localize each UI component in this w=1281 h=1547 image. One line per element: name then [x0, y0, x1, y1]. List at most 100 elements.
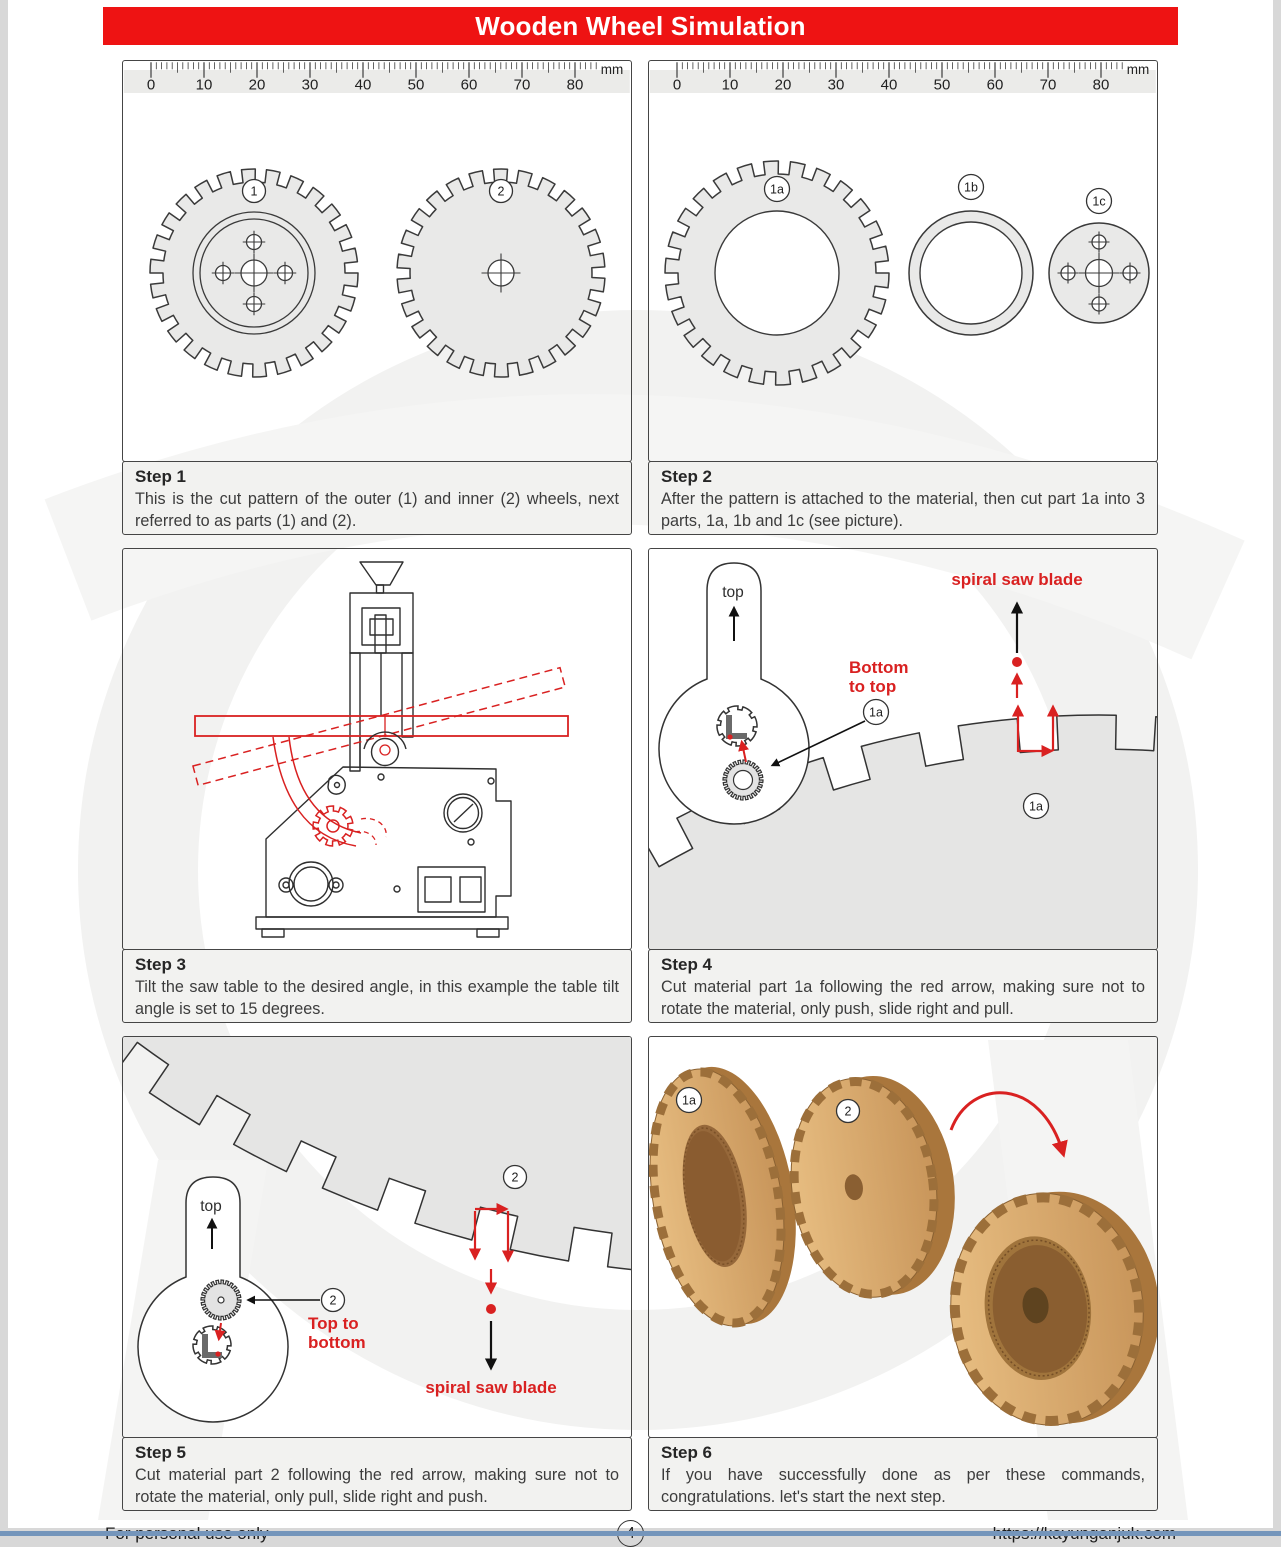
- step3-text: Step 3 Tilt the saw table to the desired…: [122, 949, 632, 1023]
- svg-text:to top: to top: [849, 677, 896, 696]
- svg-text:20: 20: [775, 77, 792, 94]
- svg-text:20: 20: [249, 77, 266, 94]
- callout-arrow: [770, 720, 866, 767]
- svg-text:30: 30: [828, 77, 845, 94]
- step5-diagram: 2 top 2 Top to: [122, 1036, 632, 1438]
- step-heading: Step 1: [135, 467, 187, 486]
- label-part-1a: 1a: [763, 175, 791, 203]
- tilt-mechanism: [272, 736, 387, 847]
- blade-holder: [363, 716, 407, 767]
- step-heading: Step 3: [135, 955, 187, 974]
- label-2-on-material: 2: [502, 1164, 528, 1190]
- label-1a-wheel: 1a: [675, 1086, 703, 1114]
- svg-text:0: 0: [673, 77, 681, 94]
- svg-text:1b: 1b: [964, 181, 978, 195]
- svg-text:80: 80: [567, 77, 584, 94]
- tilt-knob-gear: [312, 805, 354, 847]
- step-body: After the pattern is attached to the mat…: [661, 490, 1145, 531]
- svg-text:70: 70: [514, 77, 531, 94]
- label-part-1c: 1c: [1085, 187, 1113, 215]
- step-heading: Step 5: [135, 1443, 187, 1462]
- label-1a-on-material: 1a: [1022, 792, 1050, 820]
- svg-text:2: 2: [512, 1171, 519, 1185]
- tilted-table-outline: [192, 666, 567, 787]
- saw-table: [192, 666, 569, 787]
- step-body: If you have successfully done as per the…: [661, 1466, 1145, 1507]
- page-title-bar: Wooden Wheel Simulation: [103, 7, 1178, 45]
- cut-direction-arrows: [468, 1202, 515, 1371]
- feed-arrow: [214, 1322, 226, 1342]
- label-2-wheel: 2: [835, 1098, 861, 1124]
- wheel-1-pattern: 1: [149, 168, 359, 378]
- top-label: top: [200, 1198, 222, 1215]
- wooden-ring-1a: [649, 1066, 796, 1328]
- label-part-2: 2: [488, 178, 514, 204]
- cut-direction-arrows: [1010, 601, 1060, 758]
- step4-text: Step 4 Cut material part 1a following th…: [648, 949, 1158, 1023]
- cut-profile: [192, 1325, 232, 1365]
- direction-label: Bottom: [849, 658, 908, 677]
- label-1a-callout: 1a: [862, 698, 890, 726]
- svg-text:40: 40: [881, 77, 898, 94]
- direction-label: Top to: [308, 1314, 359, 1333]
- assembled-wheel: [949, 1191, 1157, 1427]
- part-1a-ring-gear: 1a: [664, 160, 890, 386]
- panel-step1: 0 10 20 30 40 50 60 70 80 mm 1: [122, 60, 632, 535]
- step2-text: Step 2 After the pattern is attached to …: [648, 461, 1158, 535]
- ruler: 0 10 20 30 40 50 60 70 80 mm: [123, 62, 630, 94]
- svg-text:1a: 1a: [869, 706, 883, 720]
- axle-hole: [234, 253, 274, 293]
- saw-blade-section: [200, 1279, 242, 1321]
- part-1c-disc: 1c: [1048, 187, 1150, 324]
- svg-text:1: 1: [251, 185, 258, 199]
- svg-text:1c: 1c: [1092, 195, 1105, 209]
- panel-step5: 2 top 2 Top to: [122, 1036, 632, 1511]
- step-heading: Step 6: [661, 1443, 713, 1462]
- svg-text:60: 60: [461, 77, 478, 94]
- step1-diagram: 0 10 20 30 40 50 60 70 80 mm 1: [122, 60, 632, 462]
- svg-text:70: 70: [1040, 77, 1057, 94]
- panel-step6: 1a 2 Step 6 If you have successfully don…: [648, 1036, 1158, 1511]
- svg-text:30: 30: [302, 77, 319, 94]
- svg-text:bottom: bottom: [308, 1333, 366, 1352]
- top-label: top: [722, 584, 744, 601]
- svg-text:50: 50: [408, 77, 425, 94]
- panel-step4: 1a top 1a Bottom: [648, 548, 1158, 1023]
- svg-text:1a: 1a: [682, 1094, 696, 1108]
- wooden-disc-2: [789, 1075, 955, 1299]
- svg-text:80: 80: [1093, 77, 1110, 94]
- svg-text:60: 60: [987, 77, 1004, 94]
- step-body: Tilt the saw table to the desired angle,…: [135, 978, 619, 1019]
- svg-text:mm: mm: [1127, 62, 1150, 77]
- step1-text: Step 1 This is the cut pattern of the ou…: [122, 461, 632, 535]
- blade-label: spiral saw blade: [951, 570, 1082, 589]
- saw-blade-section: [722, 759, 764, 801]
- step5-text: Step 5 Cut material part 2 following the…: [122, 1437, 632, 1511]
- label-part-1: 1: [241, 178, 267, 204]
- panel-step3: Step 3 Tilt the saw table to the desired…: [122, 548, 632, 1023]
- svg-text:0: 0: [147, 77, 155, 94]
- svg-text:mm: mm: [601, 62, 624, 77]
- label-2-callout: 2: [320, 1287, 346, 1313]
- svg-text:1a: 1a: [770, 183, 784, 197]
- step-heading: Step 2: [661, 467, 713, 486]
- step4-diagram: 1a top 1a Bottom: [648, 548, 1158, 950]
- svg-text:10: 10: [196, 77, 213, 94]
- svg-text:2: 2: [498, 185, 505, 199]
- blade-label: spiral saw blade: [425, 1378, 556, 1397]
- svg-text:2: 2: [845, 1105, 852, 1119]
- scroll-saw-machine: [255, 561, 512, 938]
- step3-diagram: [122, 548, 632, 950]
- step6-diagram: 1a 2: [648, 1036, 1158, 1438]
- label-part-1b: 1b: [957, 173, 985, 201]
- axle-hole: [481, 253, 521, 293]
- svg-text:40: 40: [355, 77, 372, 94]
- window-bottom-edge: [0, 1531, 1281, 1536]
- svg-text:10: 10: [722, 77, 739, 94]
- assembly-arrow: [949, 1091, 1068, 1158]
- svg-text:1a: 1a: [1029, 800, 1043, 814]
